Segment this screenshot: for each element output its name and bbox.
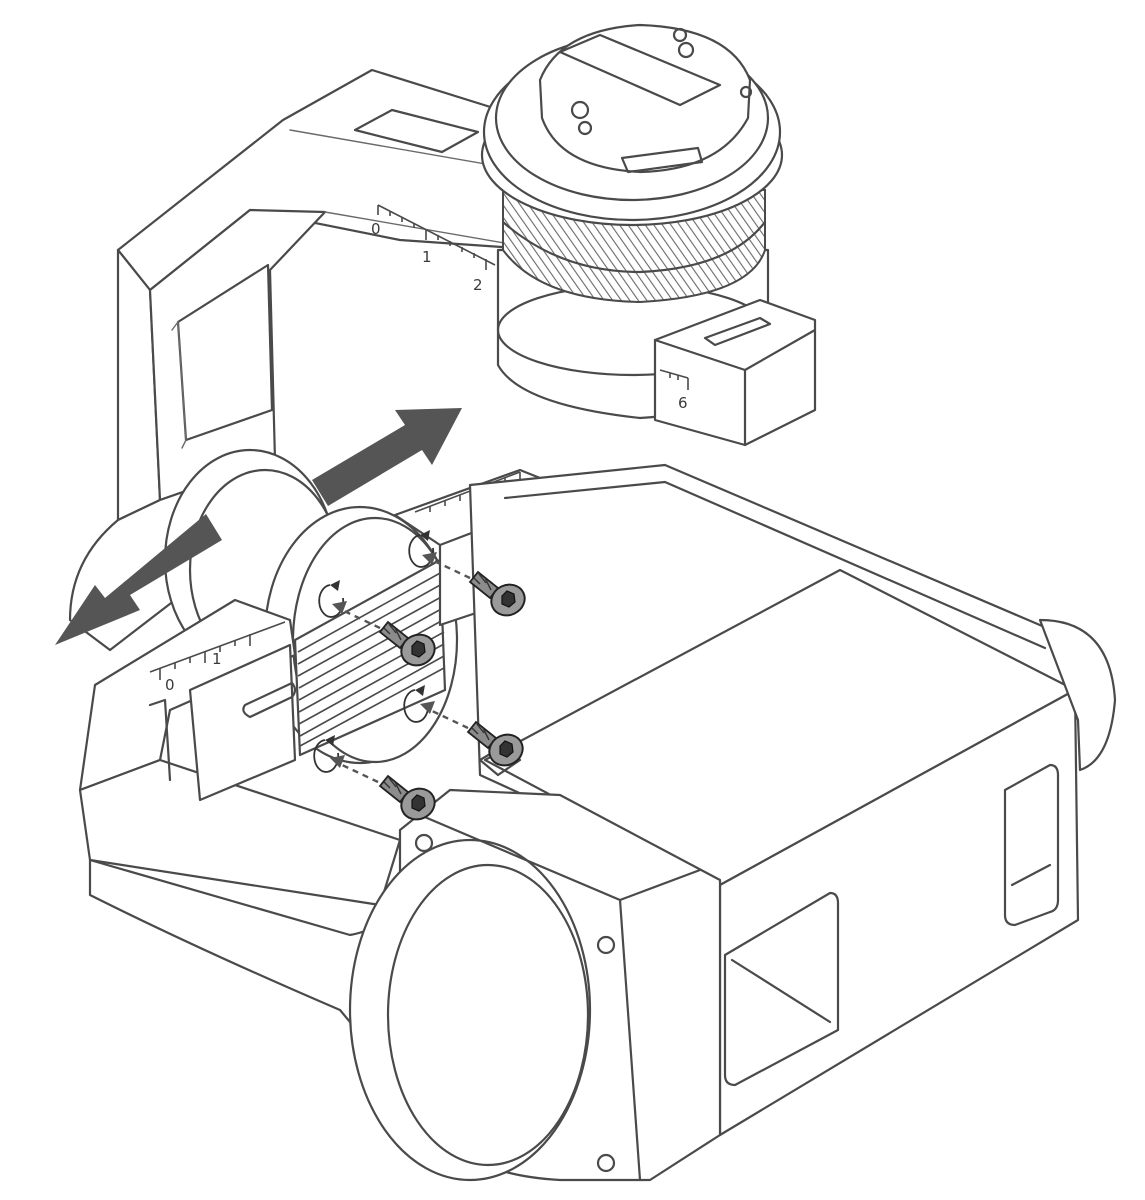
hex-socket-screw-icon (378, 570, 526, 821)
motor-disc (263, 505, 459, 765)
arrow-forward-icon (312, 408, 462, 506)
scale-mark-bracket-6: 6 (678, 394, 688, 412)
scale-mark-top-2: 2 (473, 276, 483, 294)
yoke-top-arm (116, 68, 562, 522)
heat-sink-fins (293, 558, 447, 757)
screw-4 (378, 774, 436, 821)
screw-1 (468, 570, 526, 617)
scale-mark-front-1: 1 (212, 650, 222, 668)
scale-mark-top-0: 0 (371, 220, 381, 238)
screw-3 (466, 720, 524, 767)
screw-2 (378, 620, 436, 667)
camera-lens (480, 23, 784, 420)
front-arm: 0 1 (78, 598, 402, 907)
scale-mark-top-1: 1 (422, 248, 432, 266)
lens-bracket: 6 (653, 298, 817, 447)
double-arrow-icon (55, 408, 462, 645)
scale-mark-front-0: 0 (165, 676, 175, 694)
camera-body (468, 463, 1117, 1137)
top-arm-scale: 0 1 2 (371, 204, 496, 294)
insertion-guides (330, 552, 471, 784)
arrow-backward-icon (55, 514, 222, 645)
pitch-motor-housing (88, 743, 722, 1182)
